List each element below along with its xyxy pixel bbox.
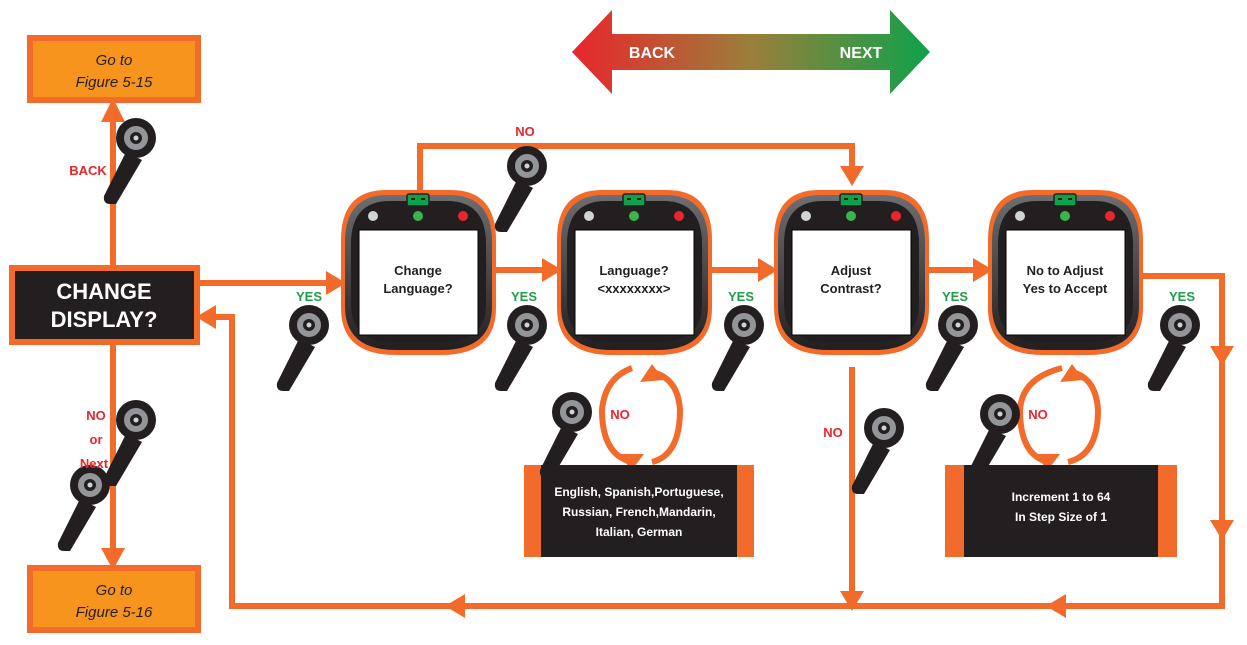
contrast-line2: In Step Size of 1 — [1015, 510, 1107, 524]
knob-icon — [493, 304, 548, 392]
language-line2: Russian, French,Mandarin, — [562, 505, 715, 519]
no-left-label-1: NO — [86, 408, 106, 423]
nav-next-label: NEXT — [840, 45, 883, 62]
language-line1: English, Spanish,Portuguese, — [554, 485, 723, 499]
contrast-line1: Increment 1 to 64 — [1012, 490, 1111, 504]
no-down-label: NO — [823, 425, 843, 440]
knob-icon — [56, 464, 111, 552]
back-label: BACK — [69, 163, 107, 178]
knob-icon — [924, 304, 979, 392]
yes-label-4: YES — [942, 289, 968, 304]
no-left-label-2: or — [90, 432, 103, 447]
goto-figure-5-16-box — [27, 565, 201, 633]
screen1-line2: Language? — [383, 281, 452, 296]
yes-label-1: YES — [296, 289, 322, 304]
goto-figure-5-15-box — [27, 35, 201, 103]
screen3-line2: Contrast? — [820, 281, 881, 296]
screen2-line1: Language? — [599, 263, 668, 278]
language-list-box — [524, 465, 754, 557]
yes-label-3: YES — [728, 289, 754, 304]
goto-bottom-line2: Figure 5-16 — [76, 604, 153, 621]
main-box-line1: CHANGE — [56, 279, 151, 304]
screen4-line1: No to Adjust — [1027, 263, 1104, 278]
no-loop-label-1: NO — [610, 407, 630, 422]
no-top-label: NO — [515, 124, 535, 139]
screen1-line1: Change — [394, 263, 442, 278]
goto-top-line1: Go to — [96, 52, 133, 69]
no-loop-label-2: NO — [1028, 407, 1048, 422]
language-line3: Italian, German — [596, 525, 683, 539]
knob-icon — [275, 304, 330, 392]
screen3-line1: Adjust — [831, 263, 872, 278]
change-display-box — [9, 265, 200, 345]
screen2-line2: <xxxxxxxx> — [597, 281, 670, 296]
main-box-line2: DISPLAY? — [51, 307, 158, 332]
yes-label-5: YES — [1169, 289, 1195, 304]
knob-icon — [850, 407, 905, 495]
screen4-line2: Yes to Accept — [1023, 281, 1108, 296]
goto-bottom-line1: Go to — [96, 582, 133, 599]
goto-top-line2: Figure 5-15 — [76, 74, 153, 91]
contrast-range-box — [945, 465, 1177, 557]
yes-label-2: YES — [511, 289, 537, 304]
knob-icon — [710, 304, 765, 392]
nav-back-label: BACK — [629, 45, 676, 62]
knob-icon — [493, 145, 548, 233]
no-left-label-3: Next — [80, 456, 109, 471]
back-next-arrow — [572, 10, 930, 94]
knob-icon — [1146, 304, 1201, 392]
